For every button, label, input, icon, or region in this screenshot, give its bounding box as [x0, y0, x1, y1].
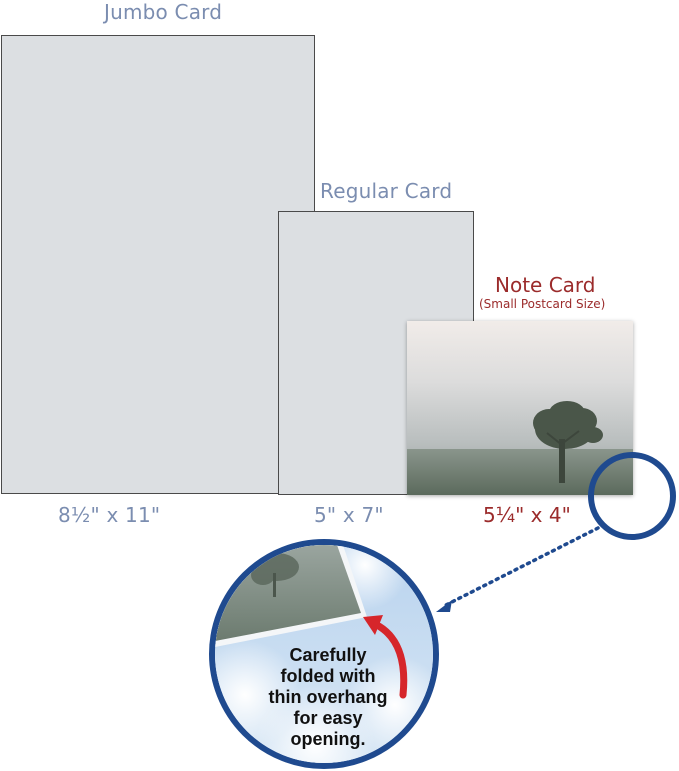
note-card-size: 5¼" x 4" [483, 503, 571, 527]
jumbo-card-title: Jumbo Card [104, 0, 223, 24]
note-card-subtitle: (Small Postcard Size) [479, 297, 606, 311]
note-card-title: Note Card [495, 273, 596, 297]
fold-description-line: for easy [293, 708, 363, 728]
jumbo-card-size: 8½" x 11" [58, 503, 161, 527]
corner-highlight-ring [588, 452, 676, 540]
fold-description-line: Carefully [289, 645, 367, 665]
fold-description: Carefully folded with thin overhang for … [263, 645, 393, 750]
dotted-arrow-connector [436, 526, 600, 612]
magnified-fold-callout: Carefully folded with thin overhang for … [209, 539, 439, 769]
regular-card-size: 5" x 7" [314, 503, 384, 527]
jumbo-card [1, 35, 315, 494]
fold-description-line: opening. [290, 729, 366, 749]
fold-description-line: thin overhang [268, 687, 388, 707]
fold-description-line: folded with [280, 666, 376, 686]
regular-card-title: Regular Card [320, 179, 453, 203]
